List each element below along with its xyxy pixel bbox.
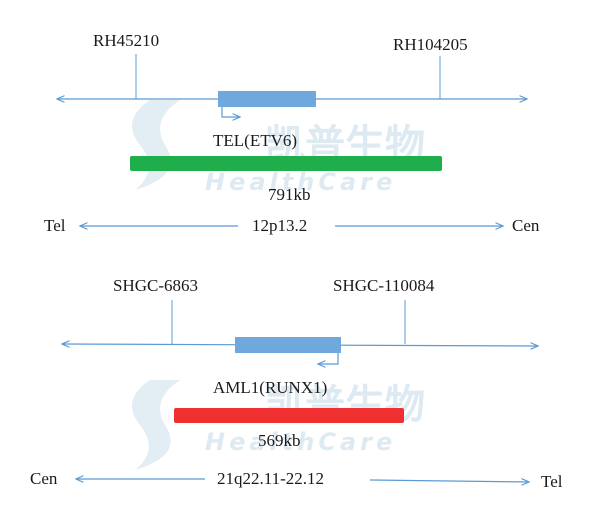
end-label-left: Tel bbox=[44, 216, 66, 235]
end-label-right: Cen bbox=[512, 216, 540, 235]
panel-aml1-runx1: SHGC-6863 SHGC-110084 AML1(RUNX1) 569kb … bbox=[30, 276, 563, 491]
band-label: 21q22.11-22.12 bbox=[217, 469, 324, 488]
transcription-arrow bbox=[221, 107, 240, 117]
watermark-drop-icon bbox=[132, 380, 180, 470]
gene-label: AML1(RUNX1) bbox=[213, 378, 327, 397]
watermark-en: HealthCare bbox=[205, 168, 396, 196]
orientation-arrow-right bbox=[369, 480, 529, 482]
transcription-arrow bbox=[318, 353, 339, 364]
marker-label-right: SHGC-110084 bbox=[333, 276, 435, 295]
marker-label-left: SHGC-6863 bbox=[113, 276, 198, 295]
probe-bar-green bbox=[130, 156, 442, 171]
end-label-left: Cen bbox=[30, 469, 58, 488]
gene-box bbox=[218, 91, 316, 107]
panel-tel-etv6: RH45210 RH104205 TEL(ETV6) 791kb Tel 12p… bbox=[44, 31, 540, 235]
band-label: 12p13.2 bbox=[252, 216, 307, 235]
marker-label-right: RH104205 bbox=[393, 35, 468, 54]
marker-label-left: RH45210 bbox=[93, 31, 159, 50]
probe-bar-red bbox=[174, 408, 404, 423]
gene-box bbox=[235, 337, 341, 353]
watermark-drop-icon bbox=[132, 100, 180, 190]
watermark-en: HealthCare bbox=[205, 428, 396, 456]
probe-size-label: 569kb bbox=[258, 431, 301, 450]
end-label-right: Tel bbox=[541, 472, 563, 491]
probe-size-label: 791kb bbox=[268, 185, 311, 204]
gene-label: TEL(ETV6) bbox=[213, 131, 297, 150]
